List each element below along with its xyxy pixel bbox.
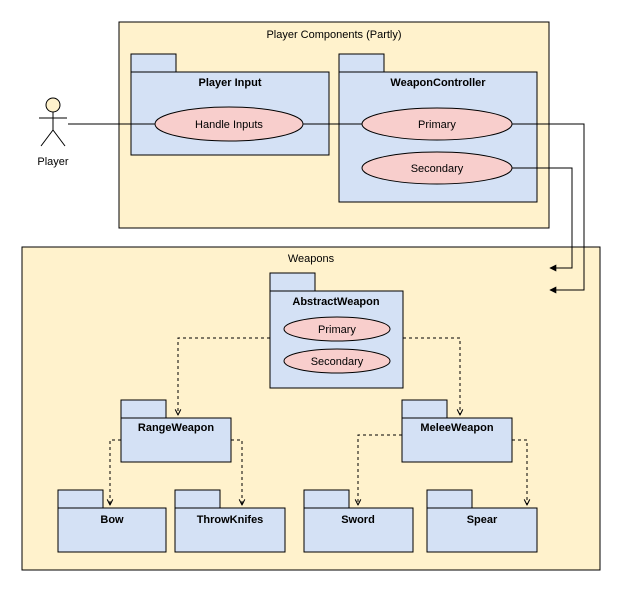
player-components-title: Player Components (Partly) [266,29,401,41]
abstract-to-range-arrow [178,337,270,415]
usecase-label: Primary [418,119,456,131]
package-title: ThrowKnifes [197,514,264,526]
weapons-title: Weapons [288,253,335,265]
package-sword[interactable]: Sword [303,489,414,553]
usecase-abstract-secondary[interactable]: Secondary [283,348,391,374]
package-title: Spear [467,514,498,526]
primary-to-weapons-arrow [512,123,585,294]
player-actor-label: Player [37,156,69,168]
usecase-handle-inputs[interactable]: Handle Inputs [154,106,304,142]
package-range-weapon[interactable]: RangeWeapon [120,399,232,463]
range-to-bow-arrow [110,439,121,505]
package-melee-weapon[interactable]: MeleeWeapon [401,399,513,463]
usecase-label: Handle Inputs [195,119,263,131]
stick-figure-icon [39,97,67,147]
melee-to-spear-arrow [512,439,527,505]
package-title: MeleeWeapon [420,422,493,434]
package-throw-knifes[interactable]: ThrowKnifes [174,489,286,553]
usecase-label: Primary [318,324,356,336]
package-title: Sword [341,514,375,526]
range-to-throwknifes-arrow [231,439,242,505]
package-title: AbstractWeapon [292,296,379,308]
player-actor[interactable]: Player [37,97,69,168]
package-title: WeaponController [390,77,486,89]
usecase-label: Secondary [411,163,464,175]
usecase-controller-secondary[interactable]: Secondary [361,151,513,185]
package-title: RangeWeapon [138,422,214,434]
melee-to-sword-arrow [358,434,402,505]
package-bow[interactable]: Bow [57,489,167,553]
abstract-to-melee-arrow [403,337,460,415]
secondary-to-weapons-arrow [512,167,573,272]
usecase-abstract-primary[interactable]: Primary [283,316,391,342]
usecase-controller-primary[interactable]: Primary [361,107,513,141]
usecase-label: Secondary [311,356,364,368]
package-title: Bow [100,514,124,526]
package-spear[interactable]: Spear [426,489,538,553]
package-title: Player Input [199,77,262,89]
